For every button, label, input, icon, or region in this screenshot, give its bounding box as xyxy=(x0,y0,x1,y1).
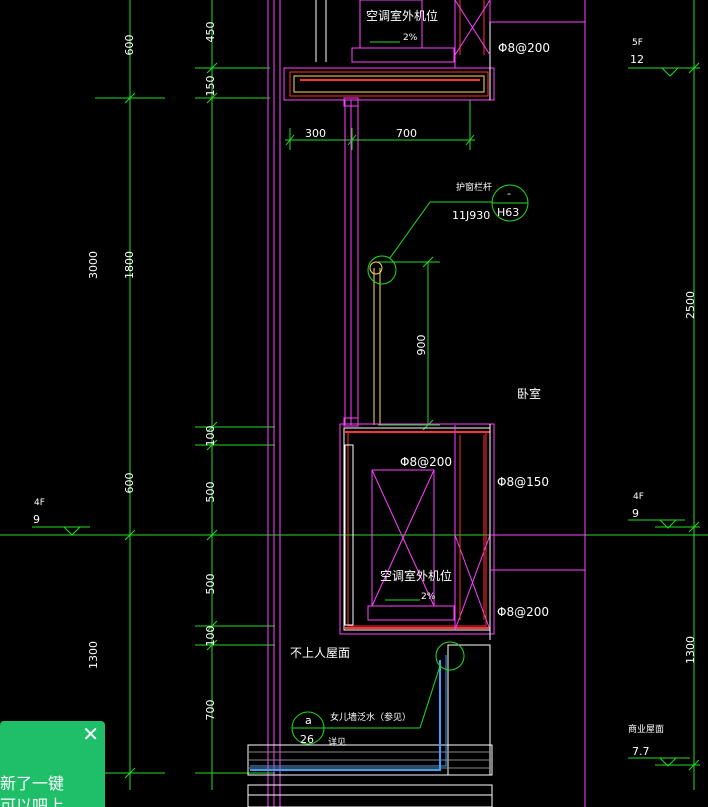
left-dimension-lines xyxy=(95,0,275,790)
dim-700-top: 700 xyxy=(396,127,417,140)
level-texts: 5F 12 4F 9 4F 9 商业屋面 7.7 xyxy=(33,38,664,758)
dim-100-lower: 100 xyxy=(204,626,217,647)
dim-1300-right: 1300 xyxy=(684,636,697,664)
level-4f-left-label: 4F xyxy=(34,498,45,508)
wall-lines xyxy=(267,0,586,807)
top-slab xyxy=(283,0,585,101)
label-railing-ref-top: - xyxy=(507,187,511,200)
label-rebar-mid-bottom: Φ8@200 xyxy=(497,605,549,619)
label-roof-no-access: 不上人屋面 xyxy=(290,646,350,660)
window-column xyxy=(343,97,359,427)
label-slope-mid: 2% xyxy=(421,592,436,602)
left-dimension-texts: 600 3000 1300 450 150 1800 100 600 500 5… xyxy=(87,22,217,721)
level-5f-label: 5F xyxy=(632,38,643,48)
level-4f-right-value: 9 xyxy=(632,507,639,520)
label-railing-ref-bottom: H63 xyxy=(497,206,519,219)
dim-500-upper: 500 xyxy=(204,482,217,503)
mid-ac-unit xyxy=(339,423,585,640)
label-parapet: 女儿墙泛水（参见） xyxy=(330,711,411,723)
label-detail-src: 详见 xyxy=(328,736,346,748)
label-detail-ref-top: a xyxy=(305,714,312,727)
label-slope-top: 2% xyxy=(403,33,418,43)
railing xyxy=(367,184,529,425)
close-icon[interactable]: ✕ xyxy=(82,722,99,746)
level-4f-right-label: 4F xyxy=(633,492,644,502)
dim-2500: 2500 xyxy=(684,291,697,319)
dim-1300-left: 1300 xyxy=(87,641,100,669)
label-railing: 护窗栏杆 xyxy=(456,181,492,193)
dim-600-mid: 600 xyxy=(123,473,136,494)
top-dimension-lines xyxy=(285,100,475,150)
roof-parapet xyxy=(247,641,493,807)
level-5f-value: 12 xyxy=(630,53,644,66)
label-bedroom: 卧室 xyxy=(517,386,541,401)
dim-150: 150 xyxy=(204,76,217,97)
right-dimension-lines xyxy=(655,0,700,790)
dim-450: 450 xyxy=(204,22,217,43)
label-railing-code: 11J930 xyxy=(452,209,490,222)
toast-line-2: 可以吧上 xyxy=(0,796,65,807)
right-dimension-texts: 2500 1300 xyxy=(684,291,697,664)
dim-1800: 1800 xyxy=(123,251,136,279)
level-roof-value: 7.7 xyxy=(632,745,650,758)
level-4f-left-value: 9 xyxy=(33,513,40,526)
label-rebar-mid-top: Φ8@200 xyxy=(400,455,452,469)
level-markers xyxy=(32,67,690,767)
label-ac-mid: 空调室外机位 xyxy=(380,568,452,583)
dim-900: 900 xyxy=(415,335,428,356)
label-ac-top: 空调室外机位 xyxy=(366,8,438,23)
dim-700-bottom: 700 xyxy=(204,700,217,721)
level-roof-label: 商业屋面 xyxy=(628,723,664,735)
dim-500-lower: 500 xyxy=(204,574,217,595)
dim-600-top: 600 xyxy=(123,35,136,56)
label-detail-ref-bottom: 26 xyxy=(300,733,314,746)
annotation-labels: 空调室外机位 2% Φ8@200 护窗栏杆 11J930 - H63 卧室 Φ8… xyxy=(290,8,550,748)
dim-100-upper: 100 xyxy=(204,426,217,447)
toast-message: 新了一键 可以吧上 xyxy=(0,773,64,807)
toast-line-1: 新了一键 xyxy=(0,774,65,793)
label-rebar-mid-side: Φ8@150 xyxy=(497,475,549,489)
promo-toast[interactable]: ✕ 新了一键 可以吧上 xyxy=(0,721,105,807)
dim-3000: 3000 xyxy=(87,251,100,279)
label-rebar-top: Φ8@200 xyxy=(498,41,550,55)
dim-300: 300 xyxy=(305,127,326,140)
railing-dimension xyxy=(378,256,440,431)
